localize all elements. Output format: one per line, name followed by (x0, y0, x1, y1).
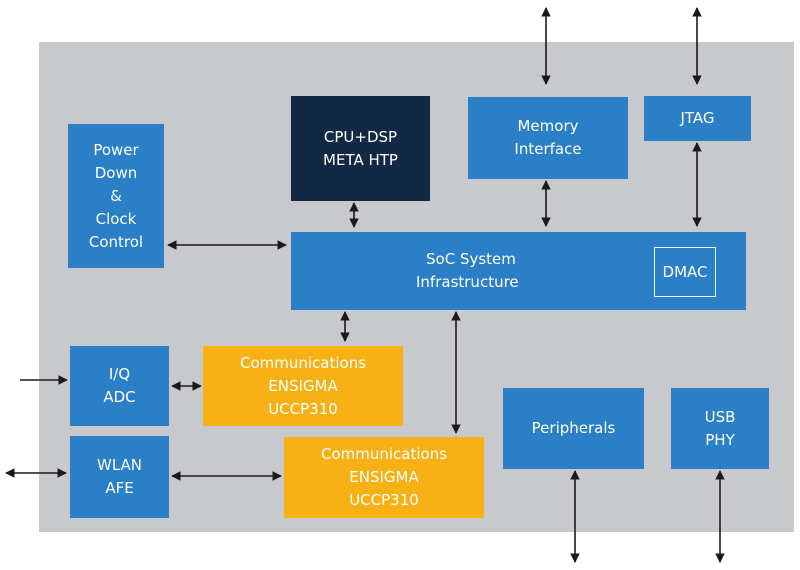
block-label-line: UCCP310 (268, 399, 338, 418)
block-label-line: WLAN (96, 456, 142, 474)
block-label-line: USB (704, 407, 736, 426)
jtag-block: JTAG (644, 96, 751, 141)
memory-interface-block: Memory Interface (468, 97, 628, 179)
block-label-line: Communications (320, 445, 448, 463)
block-label-line: AFE (105, 479, 134, 497)
peripherals-block: Peripherals (503, 388, 644, 469)
block-label-line: Interface (514, 140, 582, 158)
block-label-line: PHY (705, 430, 735, 449)
block-label-line: JTAG (680, 109, 715, 127)
communications-ensigma-block-2: Communications ENSIGMA UCCP310 (284, 437, 484, 518)
block-label-line: ENSIGMA (349, 468, 419, 486)
block-label-line: Communications (239, 353, 367, 372)
dmac-block: DMAC (654, 247, 716, 297)
block-label-line: SoC System (426, 250, 516, 268)
iq-adc-block: I/Q ADC (70, 346, 169, 426)
block-label-line: UCCP310 (349, 491, 419, 509)
block-label-line: META HTP (323, 150, 398, 169)
usb-phy-block: USB PHY (671, 388, 769, 469)
block-label-line: Infrastructure (416, 273, 519, 291)
wlan-afe-block: WLAN AFE (70, 436, 169, 518)
soc-system-infrastructure-block: SoC System Infrastructure (291, 232, 746, 310)
block-label-line: I/Q (108, 365, 131, 383)
block-label-line: ADC (103, 388, 136, 406)
communications-ensigma-block-1: Communications ENSIGMA UCCP310 (203, 346, 403, 426)
block-label-line: Memory (517, 117, 579, 135)
block-label-line: ENSIGMA (268, 376, 338, 395)
block-label-line: & (110, 186, 122, 205)
dmac-label: DMAC (662, 263, 708, 281)
block-label-line: Control (88, 232, 144, 251)
cpu-dsp-block: CPU+DSP META HTP (291, 96, 430, 201)
block-label-line: Peripherals (531, 419, 616, 437)
block-label-line: Power (93, 140, 139, 159)
block-label-line: Down (94, 163, 138, 182)
power-clock-control-block: Power Down & Clock Control (68, 124, 164, 268)
block-label-line: Clock (95, 209, 137, 228)
block-label-line: CPU+DSP (323, 127, 398, 146)
